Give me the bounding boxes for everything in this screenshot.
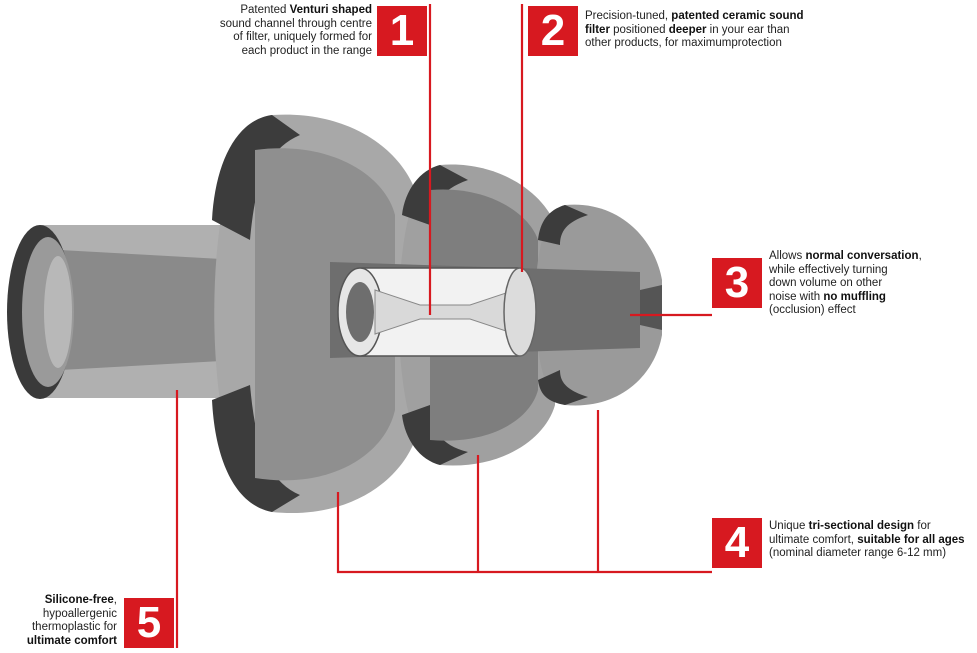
leader-lines [175,4,712,648]
callout-text-run: of filter, uniquely formed for [233,31,372,43]
callout-line: sound channel through centre [220,18,372,32]
callout-line: Unique tri-sectional design for [769,520,965,534]
callout-line: (nominal diameter range 6-12 mm) [769,547,965,561]
callout-emphasis: suitable for all ages [857,533,965,546]
callout-text-run: other products, for maximumprotection [585,37,782,49]
callout-text-run: (occlusion) effect [769,304,856,316]
callout-line: (occlusion) effect [769,304,922,318]
callout-text-run: each product in the range [241,44,372,57]
callout-text-run: Allows [769,250,806,262]
callout-text-run: Patented [240,4,290,16]
callout-line: ultimate comfort [27,635,117,649]
callout-emphasis: patented ceramic sound [671,10,804,22]
callout-text-run: Unique [769,520,809,532]
callout-5-badge: 5 [124,598,174,648]
callout-emphasis: Silicone-free [44,594,114,606]
callout-line: hypoallergenic [27,608,117,622]
callout-text-run: noise with [769,290,824,303]
callout-emphasis: tri-sectional design [808,520,915,532]
callout-line: other products, for maximumprotection [585,37,804,51]
callout-line: noise with no muffling [769,291,922,305]
callout-1-badge: 1 [377,6,427,56]
callout-text-run: , [113,594,117,606]
callout-emphasis: filter [585,23,610,36]
callout-line: of filter, uniquely formed for [220,31,372,45]
callout-emphasis: Venturi shaped [289,4,372,16]
callout-text-run: positioned [609,23,669,36]
callout-4-badge: 4 [712,518,762,568]
callout-text-run: (nominal diameter range 6-12 mm) [769,547,947,559]
callout-line: each product in the range [220,45,372,59]
callout-text-run: down volume on other [769,277,883,289]
callout-text-run: thermoplastic for [31,621,117,633]
callout-text-run: in your ear than [706,23,790,36]
callout-emphasis: no muffling [823,290,886,303]
callout-text-run: while effectively turning [769,263,888,276]
callout-line: down volume on other [769,277,922,291]
callout-3-badge: 3 [712,258,762,308]
callout-emphasis: deeper [668,23,707,36]
callout-emphasis: ultimate comfort [26,634,117,647]
callout-emphasis: normal conversation [805,250,919,262]
callout-text-run: hypoallergenic [42,607,117,620]
callout-text-run: for [914,520,931,532]
callout-line: Patented Venturi shaped [220,4,372,18]
callout-line: thermoplastic for [27,621,117,635]
callout-line: while effectively turning [769,264,922,278]
callout-line: ultimate comfort, suitable for all ages [769,534,965,548]
leader-4 [336,492,712,574]
callout-2-badge: 2 [528,6,578,56]
callout-line: Precision-tuned, patented ceramic sound [585,10,804,24]
callout-text-run: ultimate comfort, [769,533,858,546]
callout-line: Allows normal conversation, [769,250,922,264]
callout-line: Silicone-free, [27,594,117,608]
ceramic-filter [337,267,537,357]
callout-text-run: sound channel through centre [219,17,372,30]
callout-text-run: , [918,250,922,262]
callout-text-run: Precision-tuned, [585,10,672,22]
callout-line: filter positioned deeper in your ear tha… [585,24,804,38]
callout-3-text: Allows normal conversation,while effecti… [769,250,922,318]
